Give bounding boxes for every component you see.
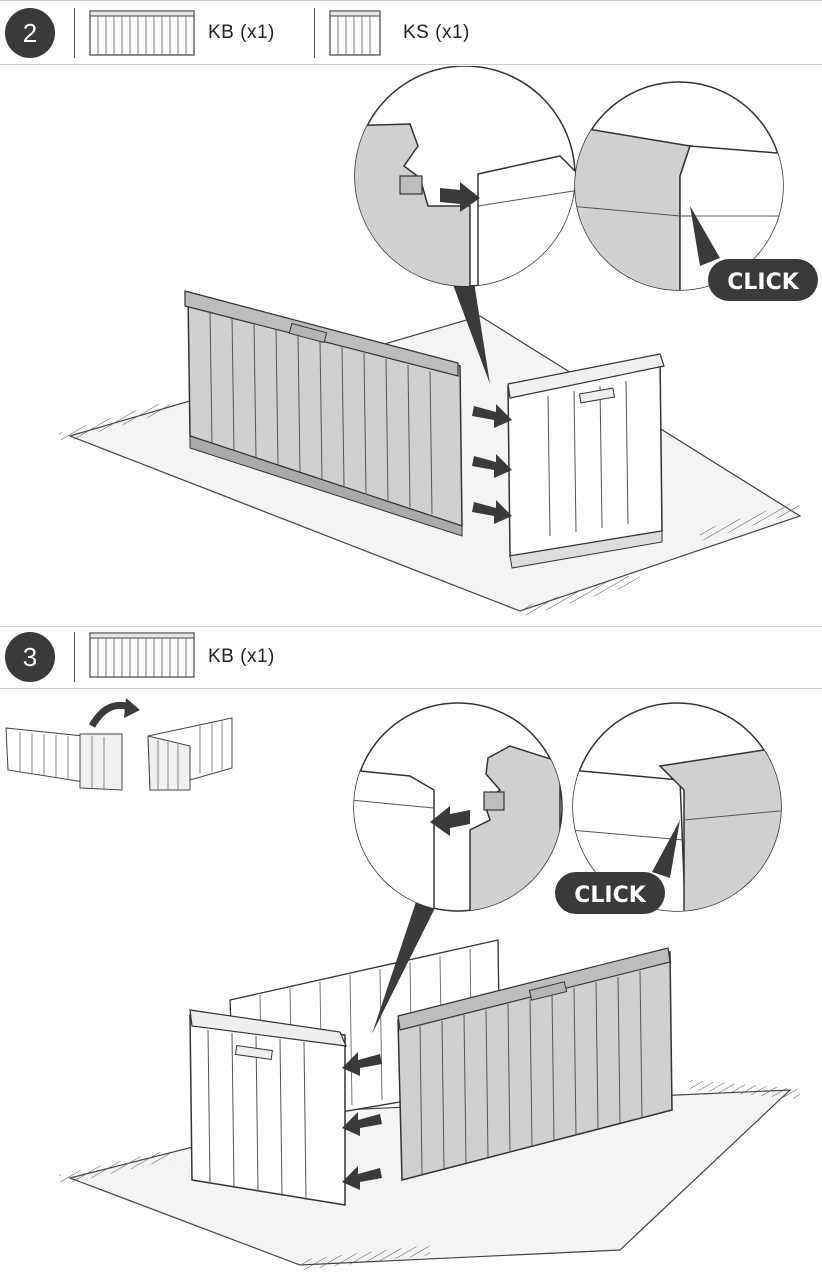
header-separator bbox=[74, 8, 75, 58]
detail-circle-insert bbox=[340, 66, 580, 316]
top-divider bbox=[0, 0, 822, 1]
kb-panel-thumbnail bbox=[88, 8, 196, 58]
click-text-3: CLICK bbox=[574, 883, 646, 908]
step-2-header-divider bbox=[0, 64, 822, 65]
ks-panel-thumbnail bbox=[328, 8, 382, 58]
header-separator bbox=[74, 632, 75, 682]
part-label-kb: KB (x1) bbox=[208, 22, 275, 44]
part-label-ks: KS (x1) bbox=[403, 22, 470, 44]
step-3-header-divider bbox=[0, 688, 822, 689]
step-2-illustration: CLICK bbox=[0, 66, 822, 624]
kb-panel-thumbnail bbox=[88, 630, 196, 680]
detail-circle-insert bbox=[350, 703, 562, 930]
step-3-badge: 3 bbox=[5, 632, 55, 682]
ks-panel bbox=[190, 1010, 346, 1205]
step-3-illustration: CLICK bbox=[0, 690, 822, 1273]
step-3-header: 3 KB (x1) bbox=[0, 626, 822, 688]
click-text-2: CLICK bbox=[727, 270, 799, 295]
part-separator bbox=[314, 8, 315, 58]
step-2-badge: 2 bbox=[5, 8, 55, 58]
part-label-kb: KB (x1) bbox=[208, 646, 275, 668]
ks-panel bbox=[508, 354, 664, 568]
step-2-header: 2 KB (x1) KS (x1) bbox=[0, 2, 822, 64]
rotate-sketch bbox=[6, 698, 232, 790]
